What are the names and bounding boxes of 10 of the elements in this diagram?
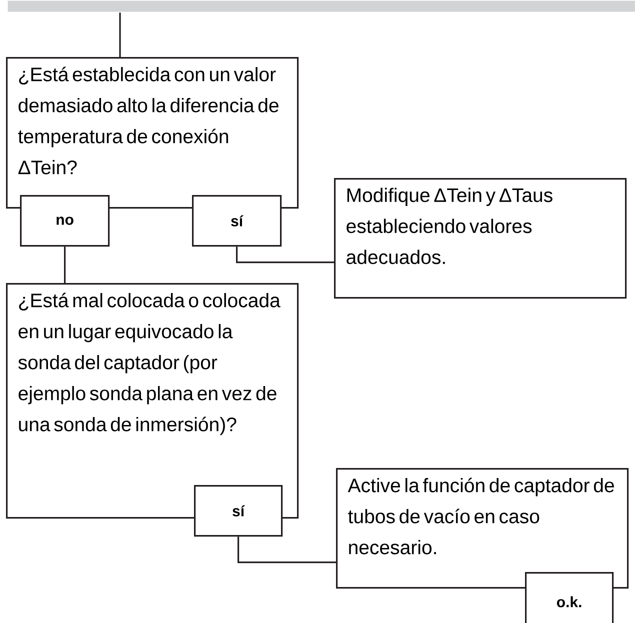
answer-tab: sí (194, 485, 283, 537)
answer-tab: sí (192, 195, 282, 247)
answer-tab: no (20, 195, 110, 247)
top-bar (8, 0, 635, 12)
text-box: Modifique ΔTein y ΔTaus estableciendo valores adecuados. (334, 178, 627, 299)
connector-line (236, 246, 334, 264)
connector-line (64, 246, 66, 283)
answer-tab: o.k. (525, 572, 614, 623)
connector-line (238, 536, 336, 564)
connector-line (119, 12, 121, 57)
